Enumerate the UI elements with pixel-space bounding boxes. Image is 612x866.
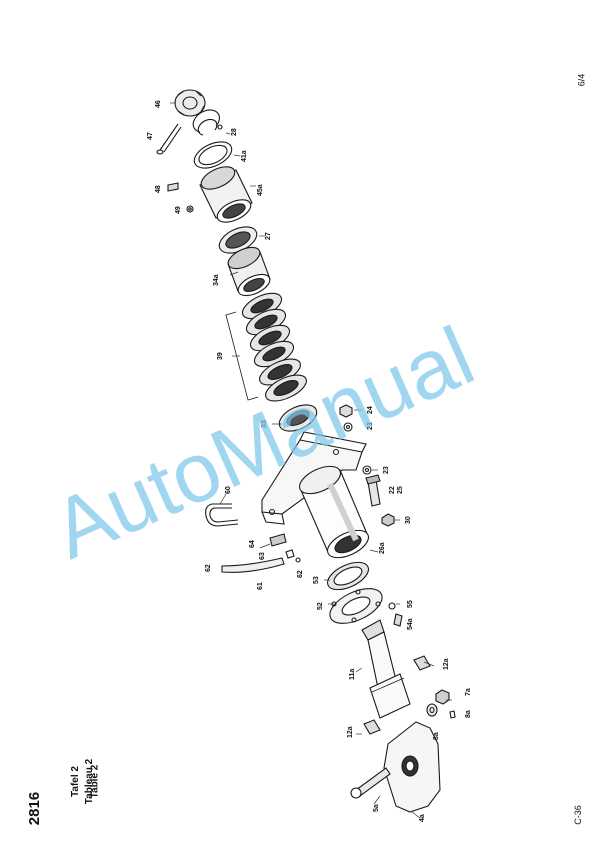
pin-spring-part — [269, 533, 295, 559]
callout-label: 49 — [175, 206, 182, 214]
callout-label: 27 — [265, 232, 272, 240]
callout-labels: 46 47 28 41a 48 49 45a 27 34a 39 33 24 2… — [147, 100, 472, 822]
callout-label: 5a — [373, 804, 380, 812]
callout-label: 23 — [383, 466, 390, 474]
callout-label: 46 — [155, 100, 162, 108]
callout-label: 28 — [231, 128, 238, 136]
callout-label: 24 — [367, 406, 374, 414]
callout-label: 62 — [205, 564, 212, 572]
callout-label: 64 — [249, 540, 256, 548]
bushing-small-part — [363, 655, 431, 735]
pivot-pin-part — [350, 767, 391, 799]
flange-plate-part — [329, 588, 383, 624]
callout-label: 7a — [465, 688, 472, 696]
seal-ring-part — [326, 561, 370, 591]
callout-label: 23 — [367, 422, 374, 430]
cotter-pin-part — [156, 123, 182, 155]
callout-label: 54a — [407, 618, 414, 630]
spring-washer-stack — [225, 292, 307, 402]
large-ring-part — [278, 404, 318, 432]
u-bracket-part — [205, 503, 239, 527]
snap-ring-part — [192, 109, 223, 136]
nut-washer-part — [339, 404, 353, 432]
drive-shaft-part — [361, 619, 411, 719]
callout-label: 48 — [155, 185, 162, 193]
callout-label: 47 — [147, 132, 154, 140]
callout-label: 8a — [465, 710, 472, 718]
callout-label: 8a — [433, 732, 440, 740]
callout-label: 61 — [257, 582, 264, 590]
bearing-ring-part — [218, 226, 258, 254]
callout-label: 55 — [407, 600, 414, 608]
callout-label: 52 — [317, 602, 324, 610]
strap-rod-part — [221, 557, 301, 573]
callout-label: 22 — [389, 486, 396, 494]
cylinder-housing-part — [298, 465, 370, 559]
callout-label: 45a — [257, 184, 264, 196]
lever-arm-part — [383, 721, 441, 813]
cap-screw-part — [388, 602, 403, 627]
callout-label: 39 — [217, 352, 224, 360]
castle-nut-part — [174, 89, 206, 117]
callout-label: 4a — [419, 814, 426, 822]
callout-label: 33 — [261, 420, 268, 428]
callout-label: 34a — [213, 274, 220, 286]
callout-label: 30 — [405, 516, 412, 524]
callout-label: 63 — [259, 552, 266, 560]
sleeve-part — [199, 166, 253, 223]
seal-disc-part — [193, 141, 233, 169]
nut-washer-small-part — [426, 689, 456, 719]
callout-label: 53 — [313, 576, 320, 584]
callout-label: 60 — [225, 486, 232, 494]
small-bolt-part — [167, 182, 194, 213]
callout-label: 12a — [347, 726, 354, 738]
hex-bolt-part — [362, 465, 395, 527]
callout-label: 62 — [297, 570, 304, 578]
callout-label: 12a — [443, 658, 450, 670]
callout-label: 11a — [349, 669, 356, 680]
callout-label: 41a — [241, 150, 248, 162]
callout-label: 25 — [397, 486, 404, 494]
bushing-part — [227, 246, 271, 297]
callout-label: 26a — [379, 542, 386, 554]
